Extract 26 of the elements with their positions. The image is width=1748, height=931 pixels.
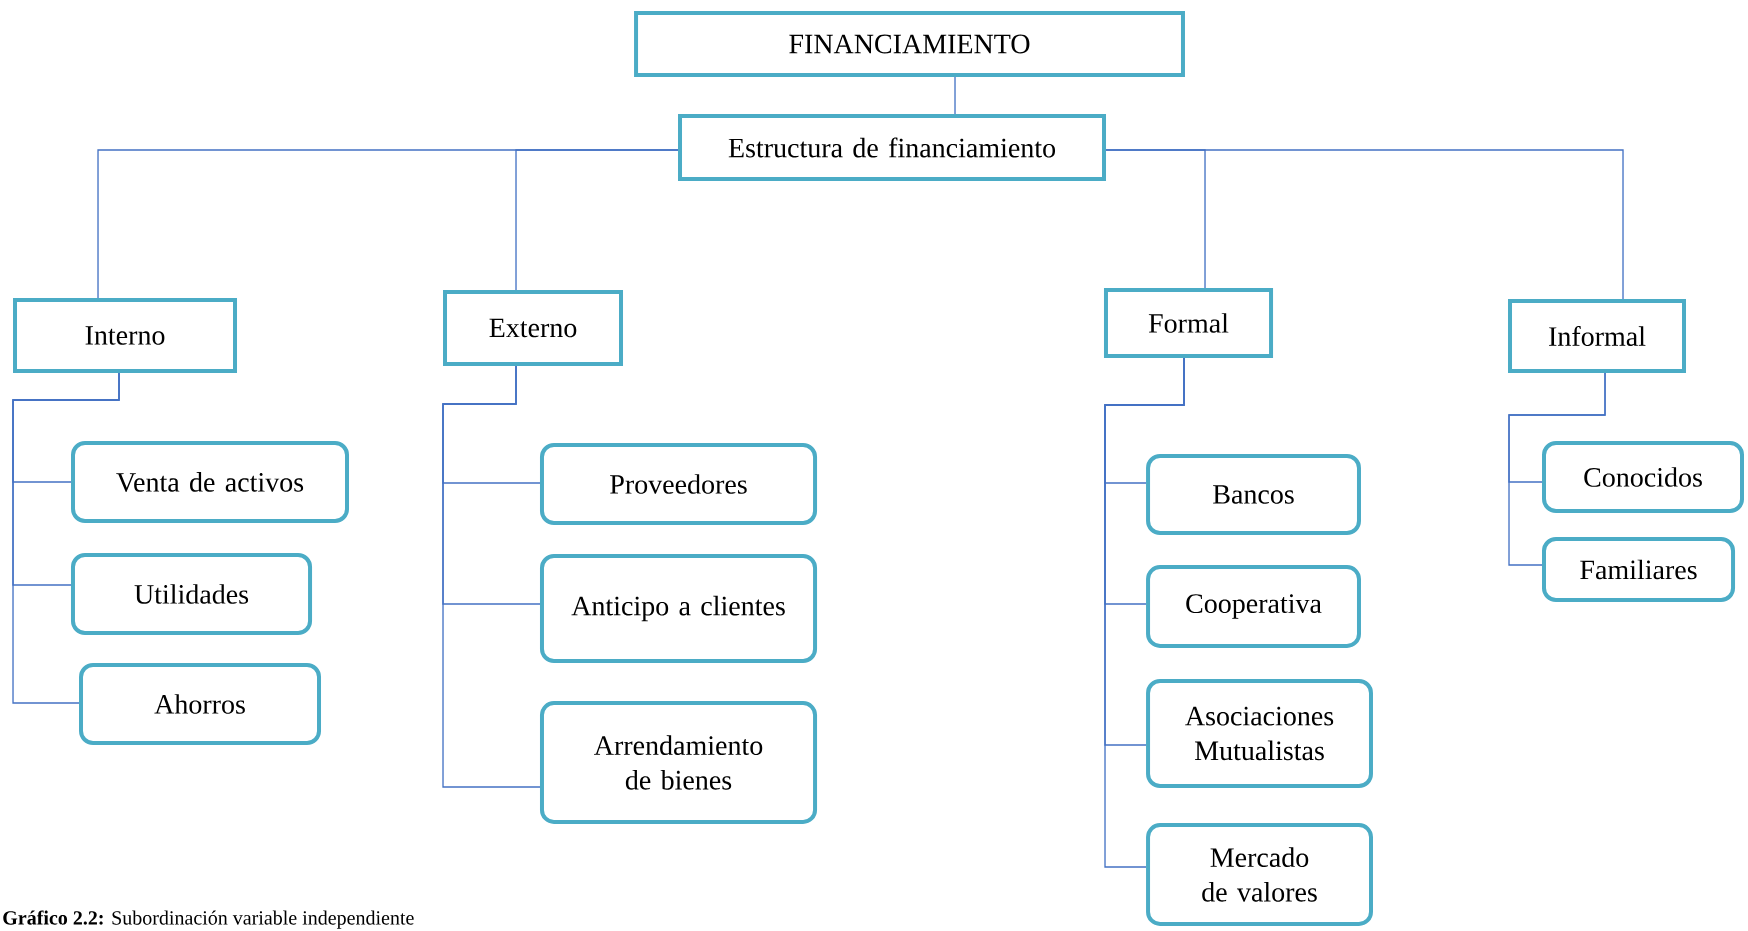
connector-line: [515, 149, 679, 291]
category-box: Arrendamiento de bienes: [540, 701, 818, 824]
heading-box: Interno: [13, 298, 237, 373]
category-box: Ahorros: [79, 663, 321, 745]
category-box: Proveedores: [540, 443, 818, 525]
category-box: Asociaciones Mutualistas: [1146, 678, 1373, 789]
heading-box: Formal: [1104, 288, 1274, 358]
category-box: Cooperativa: [1146, 565, 1361, 648]
category-box: Anticipo a clientes: [540, 553, 818, 664]
connector-line: [442, 365, 541, 788]
category-box: Mercado de valores: [1146, 823, 1373, 926]
category-box: Bancos: [1146, 453, 1361, 536]
category-box: Conocidos: [1542, 441, 1744, 513]
connector-line: [1105, 149, 1624, 300]
connector-line: [12, 372, 120, 704]
heading-box: Externo: [443, 290, 623, 366]
category-box: Venta de activos: [71, 441, 349, 523]
connector-line: [1104, 357, 1185, 868]
category-box: Utilidades: [71, 553, 313, 635]
title-box: Estructura de financiamiento: [678, 114, 1106, 181]
connector-line: [954, 76, 956, 115]
heading-box: Informal: [1508, 299, 1686, 373]
category-box: Familiares: [1542, 536, 1736, 603]
connector-line: [1508, 372, 1606, 566]
title-box: FINANCIAMIENTO: [634, 11, 1185, 77]
caption: Gráfico 2.2: Subordinación variable independiente: [3, 910, 414, 929]
